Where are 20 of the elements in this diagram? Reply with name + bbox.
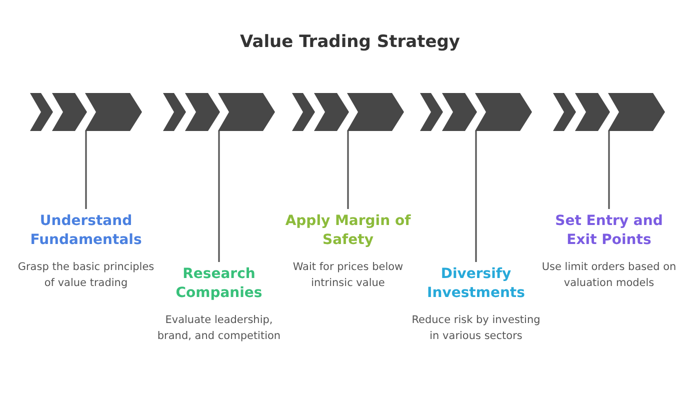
step-description: Grasp the basic principles of value trading <box>16 260 156 291</box>
chevron-arrows <box>553 93 665 131</box>
chevron-arrows <box>420 93 532 131</box>
step-description: Evaluate leadership, brand, and competition <box>156 312 282 344</box>
step-description: Wait for prices below intrinsic value <box>292 260 404 291</box>
connector-line <box>475 131 477 262</box>
step-heading: Apply Margin of Safety <box>284 212 412 250</box>
step-heading: Set Entry and Exit Points <box>554 212 664 250</box>
diagram-title: Value Trading Strategy <box>239 32 461 52</box>
connector-line <box>347 131 349 209</box>
chevron-arrows <box>30 93 142 131</box>
chevron-arrows <box>292 93 404 131</box>
step-description: Reduce risk by investing in various sectors <box>410 312 542 344</box>
connector-line <box>218 131 220 262</box>
step-heading: Understand Fundamentals <box>29 212 143 250</box>
step-heading: Diversify Investments <box>426 265 526 303</box>
connector-line <box>85 131 87 209</box>
connector-line <box>608 131 610 209</box>
step-description: Use limit orders based on valuation models <box>540 260 678 291</box>
chevron-arrows <box>163 93 275 131</box>
